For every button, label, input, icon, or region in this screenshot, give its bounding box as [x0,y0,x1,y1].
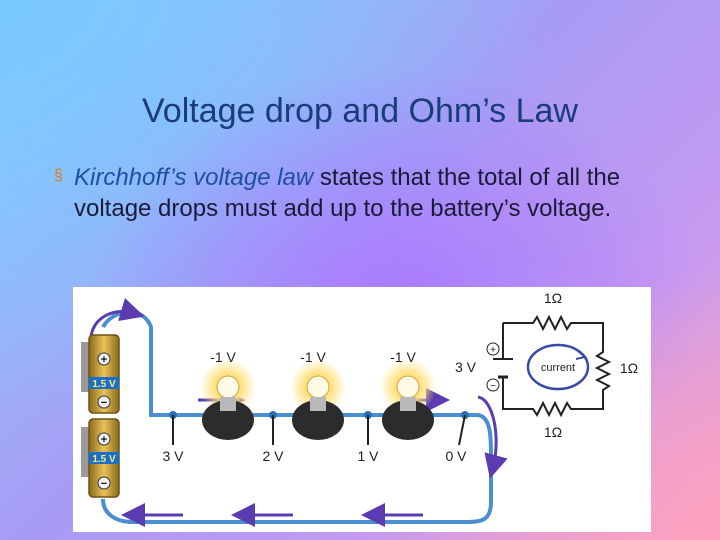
current-loop-icon [526,343,590,391]
bulb-3 [380,359,436,440]
battery-voltage-label: 1.5 V [92,379,116,390]
battery-voltage-label: 1.5 V [92,454,116,465]
battery-bottom: + 1.5 V − [81,418,120,498]
schematic-source-voltage: 3 V [455,359,477,375]
battery-minus-label: − [101,478,107,490]
slide-title: Voltage drop and Ohm’s Law [142,92,578,130]
schematic-minus-label: − [490,381,496,392]
bulb-2 [290,359,346,440]
current-arrow-icon [477,395,508,479]
bullet-marker-icon: § [54,167,63,184]
resistor-label-top: 1Ω [544,290,562,306]
node-voltage-label: 1 V [357,448,379,464]
bullet-rest: states that the total of all the voltage… [74,164,621,222]
node-voltage-label: 3 V [162,448,184,464]
bulb-drop-label: -1 V [390,349,416,365]
schematic-plus-label: + [490,345,496,356]
node-dot [461,411,469,419]
resistor-label-right: 1Ω [620,360,638,376]
node-voltage-label: 0 V [445,448,467,464]
resistor-label-bottom: 1Ω [544,424,562,440]
battery-minus-label: − [101,397,107,409]
probe-line [458,414,466,446]
circuit-diagram: + 1.5 V − + 1.5 V − [81,290,638,527]
bulb-drop-label: -1 V [300,349,326,365]
bulb-1 [200,359,256,440]
bulb-drop-label: -1 V [210,349,236,365]
battery-top: + 1.5 V − [81,334,120,414]
return-wire [101,413,493,524]
battery-plus-label: + [101,434,107,446]
current-arrow-icon [89,298,145,340]
bullet-text: Kirchhoff’s voltage law states that the … [74,162,664,224]
circuit-figure: + 1.5 V − + 1.5 V − [73,287,651,532]
bullet-term: Kirchhoff’s voltage law [74,164,314,191]
schematic: + − 3 V current 1Ω 1Ω 1Ω [455,290,638,440]
current-label: current [541,362,575,374]
node-voltage-label: 2 V [262,448,284,464]
battery-plus-label: + [101,354,107,366]
